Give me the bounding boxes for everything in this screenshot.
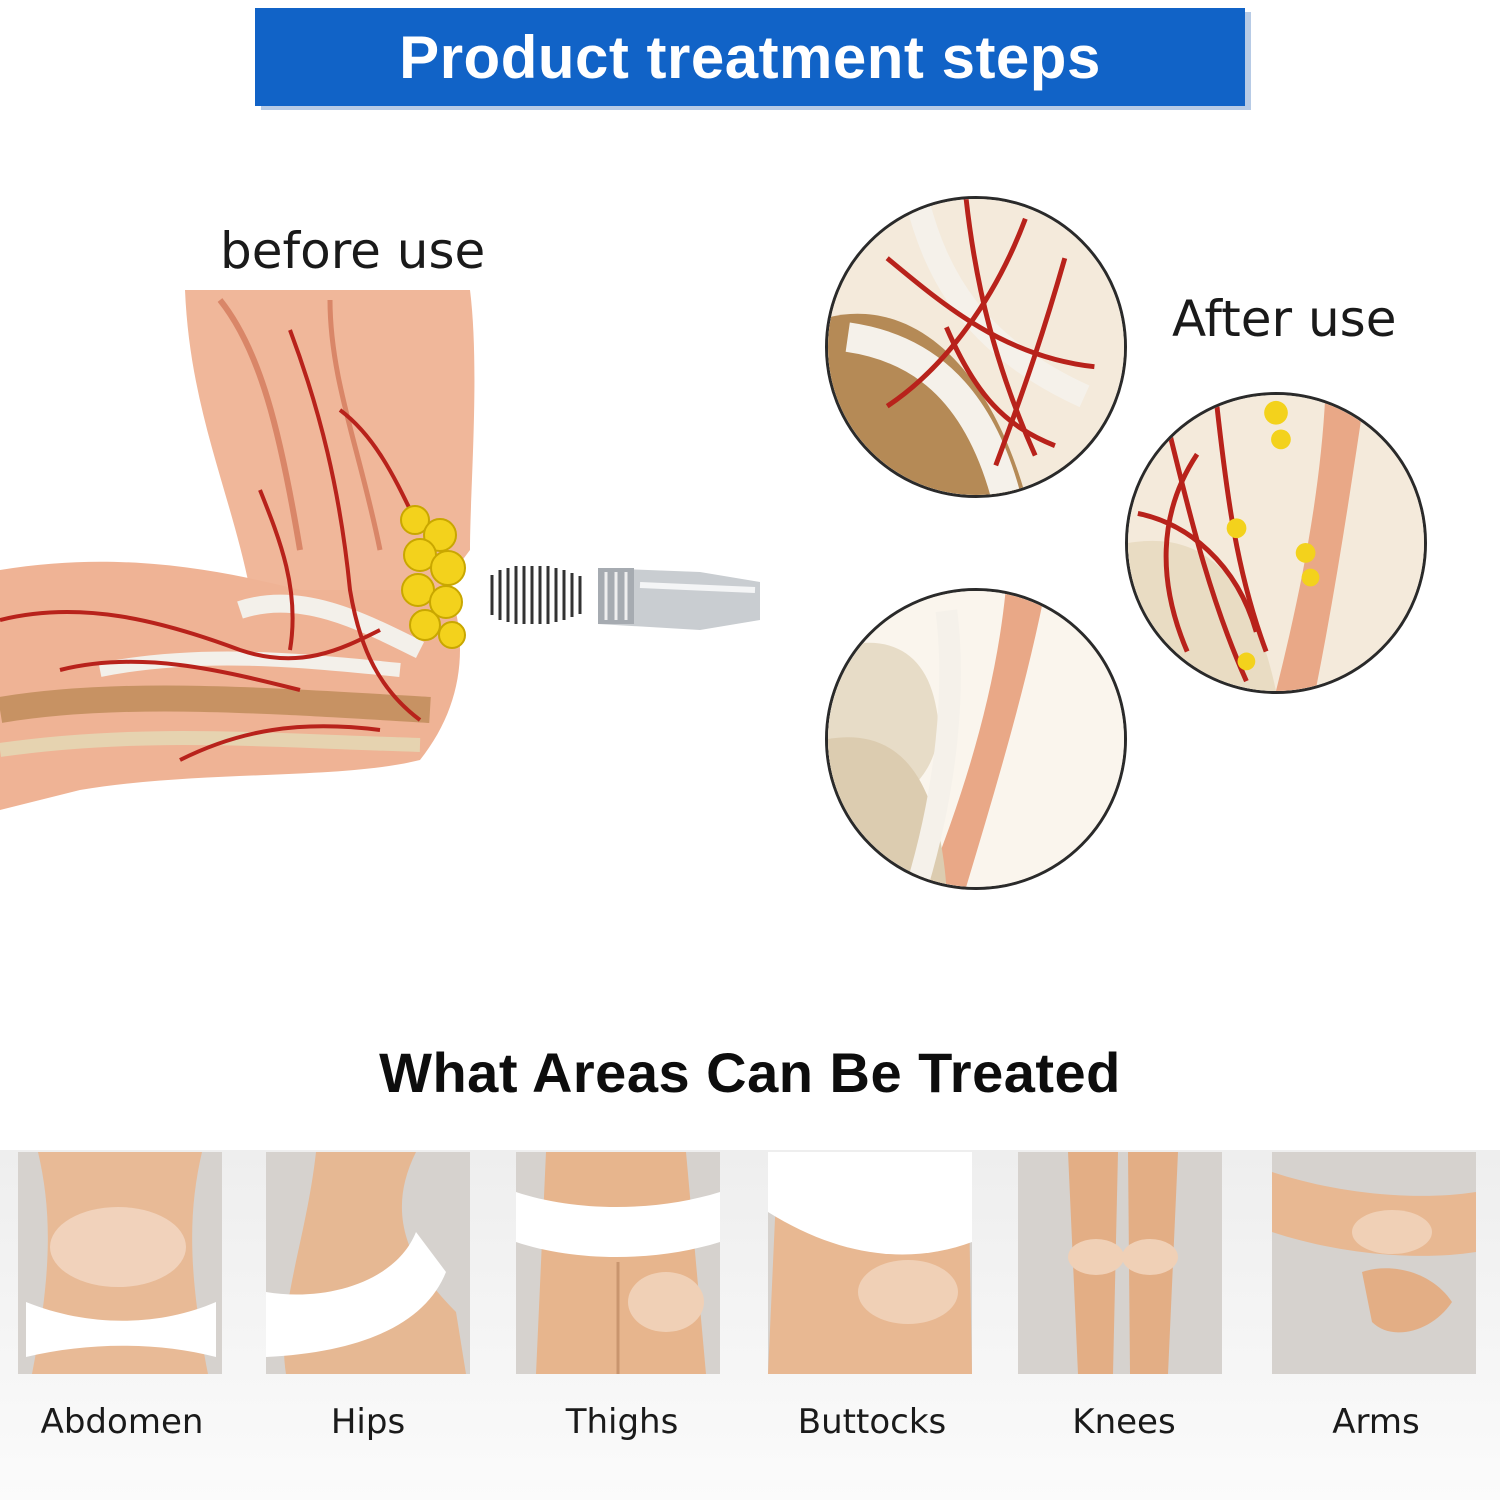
abdomen-photo [18,1152,222,1374]
banner-title: Product treatment steps [399,23,1101,91]
area-label-thighs: Thighs [565,1402,679,1442]
treatable-areas-title: What Areas Can Be Treated [379,1041,1121,1104]
after-detail-circle-vessels [825,196,1127,498]
area-label-abdomen: Abdomen [40,1402,204,1442]
knees-photo [1018,1152,1222,1374]
after-use-label: After use [1172,290,1397,348]
area-label-arms: Arms [1332,1402,1420,1442]
elbow-anatomy-illustration [0,290,760,810]
area-label-hips: Hips [330,1402,406,1442]
thighs-photo [516,1152,720,1374]
header-banner: Product treatment steps [255,8,1245,106]
areas-strip-background [0,1150,1500,1500]
after-detail-circle-healthy [825,588,1127,890]
area-label-buttocks: Buttocks [797,1402,947,1442]
arms-photo [1272,1152,1476,1374]
before-use-label: before use [220,222,486,280]
area-label-knees: Knees [1072,1402,1176,1442]
after-detail-circle-fat-reduced [1125,392,1427,694]
hips-photo [266,1152,470,1374]
buttocks-photo [768,1152,972,1374]
